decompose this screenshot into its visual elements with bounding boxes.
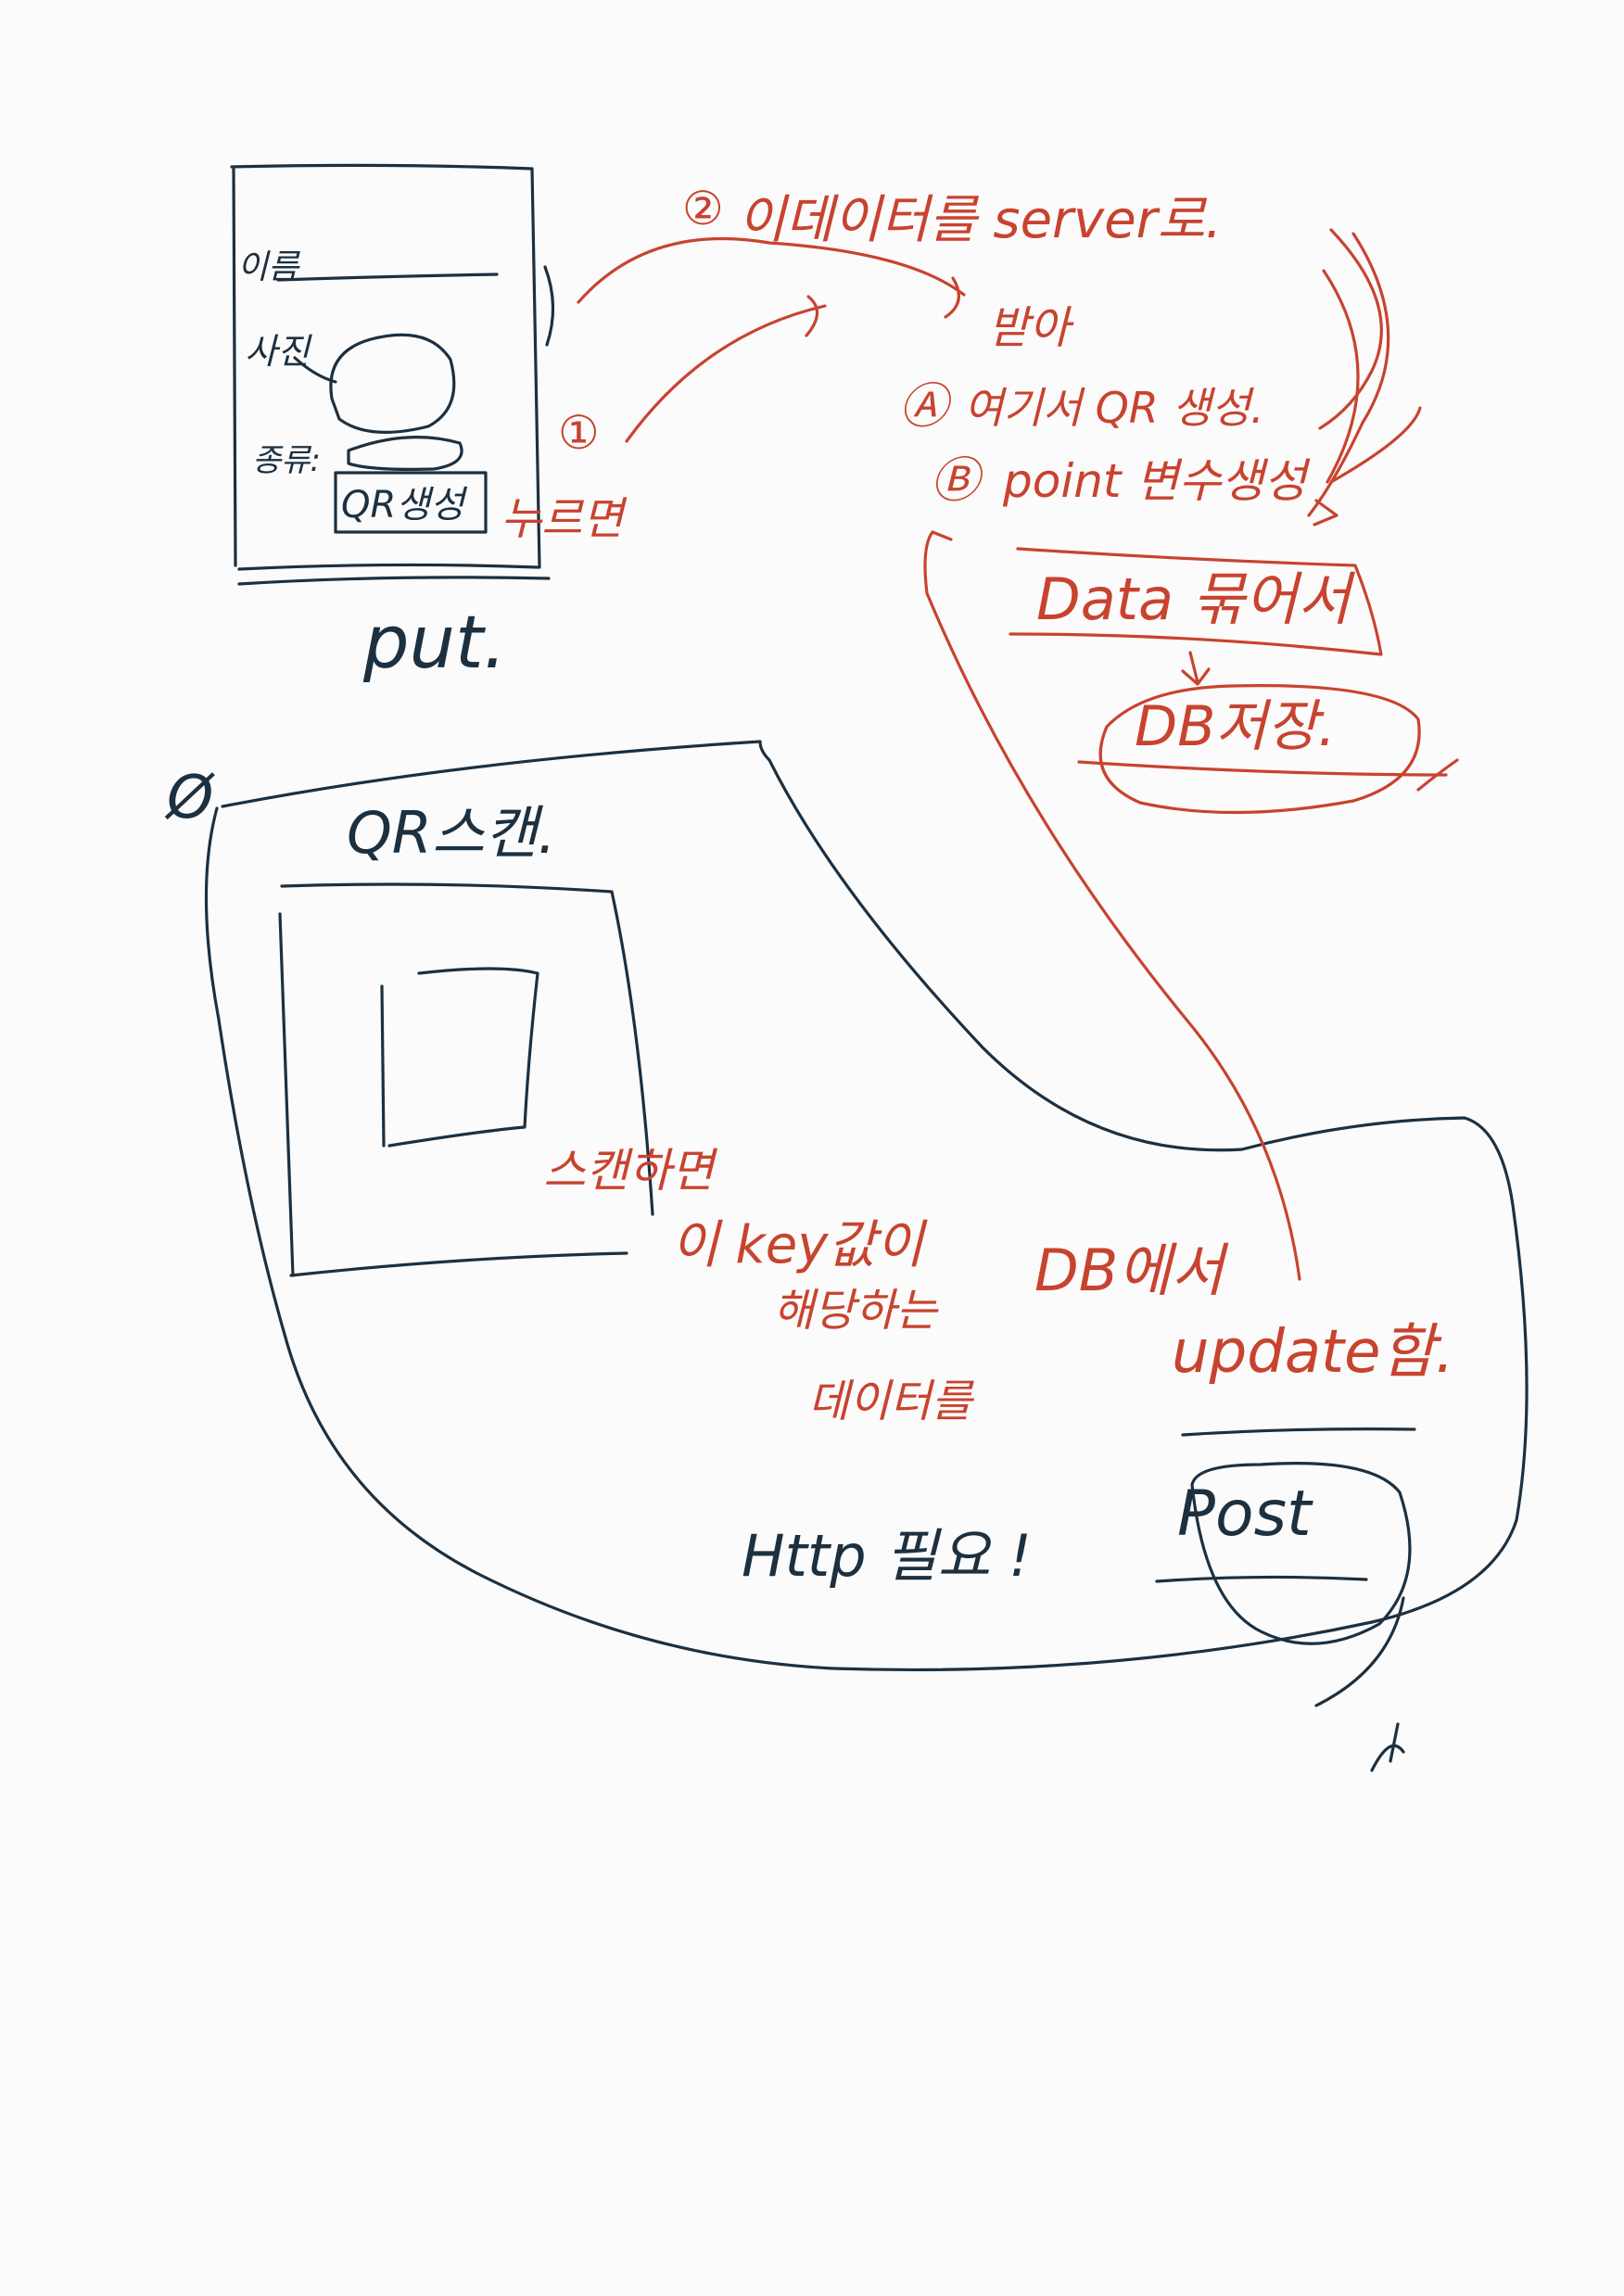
- post-method-label: Post: [1177, 1478, 1313, 1551]
- form-bottom-rule: [237, 576, 551, 586]
- db-save-ellipse: [1098, 684, 1421, 815]
- db-update-line-2: update함.: [1172, 1318, 1454, 1387]
- scan-line-2: 이 key값이: [671, 1215, 928, 1275]
- put-method-label: put.: [362, 602, 506, 685]
- photo-leader-line: [293, 356, 337, 384]
- type-dropdown: [347, 436, 463, 471]
- scan-line-1: 스캔하면: [543, 1144, 718, 1198]
- post-rule-top: [1181, 1427, 1416, 1437]
- phone-icon: Ø: [164, 764, 215, 832]
- post-ellipse: [1190, 1462, 1412, 1645]
- photo-placeholder: [329, 333, 456, 434]
- step2-marker: ②: [682, 182, 724, 235]
- scan-screen: Ø QR스캔. 스캔하면 이 key값이 해당하는 데이터를 DB에서 upda…: [164, 530, 1529, 1772]
- arrow-step1-to-server: [625, 295, 827, 443]
- form-frame: [230, 163, 541, 571]
- form-sketch: 이름 사진 종류: QR생성 put.: [230, 163, 555, 685]
- qr-generate-button[interactable]: [334, 471, 488, 534]
- arrow-update-to-pointvar: [923, 530, 1301, 1281]
- stepA-text: 여기서 QR 생성.: [964, 383, 1264, 433]
- stepB-text: point 변수생성: [1002, 454, 1311, 508]
- db-save-text: DB저장.: [1135, 694, 1336, 759]
- receive-text: 받아: [988, 302, 1074, 354]
- post-underline-tail: [1314, 1596, 1405, 1772]
- type-label: 종류:: [252, 442, 321, 479]
- arrow-to-bundle: [1313, 499, 1339, 526]
- post-rule-bottom: [1155, 1575, 1368, 1583]
- bundle-text: Data 묶어서: [1036, 565, 1356, 633]
- name-input-line: [276, 273, 499, 282]
- form-brace: [543, 265, 555, 347]
- server-bracket: [1307, 228, 1422, 517]
- scan-line-3: 해당하는: [773, 1285, 939, 1337]
- scan-line-4: 데이터를: [808, 1376, 974, 1427]
- scan-title: QR스캔.: [347, 799, 556, 867]
- name-label: 이름: [237, 248, 300, 286]
- stepB-marker: Ⓑ: [931, 453, 985, 509]
- scan-viewfinder: [278, 882, 654, 1277]
- stepA-marker: Ⓐ: [899, 379, 954, 435]
- step2-text: 이데이터를 server로.: [738, 190, 1222, 250]
- step1-text: 누르면: [501, 493, 628, 545]
- db-save-strike: [1077, 758, 1459, 792]
- http-note: Http 필요 !: [742, 1522, 1032, 1590]
- step1-marker: ①: [558, 406, 600, 460]
- db-update-line-1: DB에서: [1034, 1237, 1229, 1304]
- server-flow: ① 누르면 ② 이데이터를 server로. 받아 Ⓐ 여기서 QR 생성. Ⓑ…: [501, 182, 1459, 815]
- bundle-box: [1009, 547, 1383, 656]
- photo-label: 사진: [245, 331, 312, 372]
- scan-target-square: [380, 967, 539, 1148]
- qr-generate-button-label[interactable]: QR생성: [341, 484, 468, 526]
- arrow-step2-to-server: [577, 236, 966, 319]
- arrow-to-db: [1181, 651, 1211, 686]
- phone-outline: [204, 740, 1529, 1672]
